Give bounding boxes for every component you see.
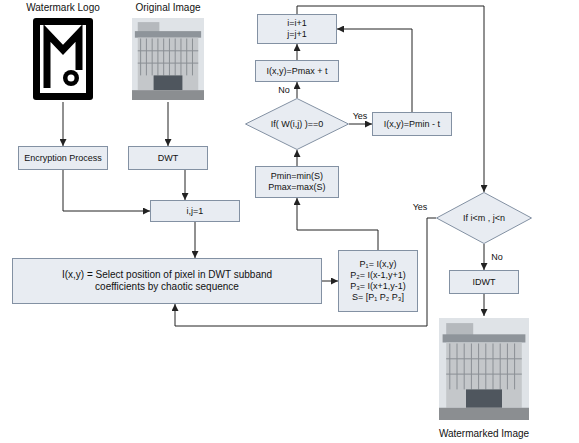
node-text: i=i+1 j=j+1: [280, 18, 314, 40]
building-photo: [175, 39, 176, 76]
connector-arrow: [297, 150, 298, 166]
building-photo: [157, 39, 158, 76]
node-text: I(x,y)=Pmax + t: [266, 66, 327, 77]
image-node: Original Image: [122, 2, 214, 102]
node-text: P₂= I(x-1,y+1): [350, 270, 406, 281]
edge-label: No: [277, 85, 291, 95]
logo-picture: [33, 18, 93, 100]
building-photo: [439, 318, 529, 420]
building-photo: [138, 63, 198, 64]
process-box: IDWT: [449, 270, 519, 294]
building-photo: [464, 344, 465, 390]
connector-arrow: [349, 124, 372, 125]
building-photo: [169, 39, 170, 76]
decision-diamond: If i<m , j<n: [436, 192, 532, 244]
building-photo: [439, 318, 529, 420]
connector-arrow: [168, 102, 169, 146]
process-box: P₁= I(x,y)P₂= I(x-1,y+1)P₃= I(x+1,y-1)S=…: [338, 250, 418, 312]
building-photo: [140, 39, 141, 76]
connector-arrow: [63, 170, 150, 211]
process-box: I(x,y) = Select position of pixel in DWT…: [12, 258, 322, 304]
building-photo: [439, 408, 529, 420]
diamond-shape: [437, 193, 532, 244]
building-photo: [132, 18, 204, 100]
connector-arrow: [297, 82, 298, 98]
logo-picture: [68, 75, 75, 82]
node-text: P₃= I(x+1,y-1): [350, 281, 406, 292]
connector-arrow: [322, 281, 338, 282]
image-heading: Watermark Logo: [26, 2, 100, 14]
node-text: If( W(i,j) )==0: [271, 119, 324, 130]
connector-arrow: [297, 198, 378, 250]
image-heading: Watermarked Image: [439, 428, 529, 440]
building-photo: [443, 334, 526, 342]
building-photo: [446, 342, 522, 407]
edge-label: No: [490, 252, 504, 262]
process-box: i=i+1 j=j+1: [257, 14, 337, 44]
connector-arrow: [63, 102, 64, 146]
node-text: I(x,y)=Pmin - t: [384, 119, 440, 130]
process-box: Pmin=min(S) Pmax=max(S): [255, 166, 339, 198]
building-photo: [138, 38, 198, 90]
connector-arrow: [195, 222, 196, 258]
building-photo: [457, 344, 458, 390]
node-text: If i<m , j<n: [463, 213, 505, 224]
connector-arrow: [484, 244, 485, 270]
building-photo: [446, 358, 522, 359]
logo-picture: [63, 70, 79, 86]
logo-picture: [47, 33, 79, 88]
building-photo: [446, 374, 522, 375]
building-photo: [471, 344, 472, 390]
connector-arrow: [297, 44, 298, 60]
building-photo: [507, 344, 508, 390]
image-node: Watermark Logo: [20, 2, 106, 102]
process-box: Encryption Process: [18, 146, 108, 170]
process-box: I(x,y)=Pmax + t: [255, 60, 339, 82]
building-photo: [154, 75, 183, 90]
connector-arrow: [337, 29, 412, 112]
building-photo: [135, 31, 201, 38]
edge-label: Yes: [412, 202, 429, 212]
diamond-shape: [246, 99, 349, 150]
process-box: i,j=1: [150, 200, 240, 222]
node-text: Pmin=min(S) Pmax=max(S): [267, 171, 327, 193]
building-photo: [146, 39, 147, 76]
building-photo: [500, 344, 501, 390]
building-photo: [449, 344, 450, 390]
building-photo: [478, 344, 479, 390]
building-photo: [132, 90, 204, 100]
node-text: S= [P₁ P₂ P₃]: [352, 292, 404, 303]
decision-diamond: If( W(i,j) )==0: [245, 98, 349, 150]
building-photo: [152, 39, 153, 76]
building-photo: [493, 344, 494, 390]
building-photo: [514, 344, 515, 390]
connector-arrow: [484, 294, 485, 316]
process-box: I(x,y)=Pmin - t: [372, 112, 452, 136]
logo-picture: [40, 25, 86, 93]
building-photo: [138, 50, 198, 51]
building-photo: [180, 39, 181, 76]
logo-picture: [33, 18, 93, 100]
connector-arrow: [185, 170, 186, 200]
node-text: P₁= I(x,y): [360, 259, 397, 270]
building-photo: [466, 389, 502, 407]
image-node: Watermarked Image: [433, 316, 535, 440]
edge-label: Yes: [352, 111, 369, 121]
image-heading: Original Image: [135, 2, 200, 14]
node-text: DWT: [158, 153, 179, 164]
process-box: DWT: [128, 146, 208, 170]
node-text: i,j=1: [187, 206, 204, 217]
node-text: Encryption Process: [24, 153, 102, 164]
building-photo: [192, 39, 193, 76]
building-photo: [132, 18, 204, 100]
node-text: I(x,y) = Select position of pixel in DWT…: [50, 269, 285, 293]
building-photo: [485, 344, 486, 390]
building-photo: [163, 39, 164, 76]
node-text: IDWT: [473, 277, 496, 288]
building-photo: [186, 39, 187, 76]
